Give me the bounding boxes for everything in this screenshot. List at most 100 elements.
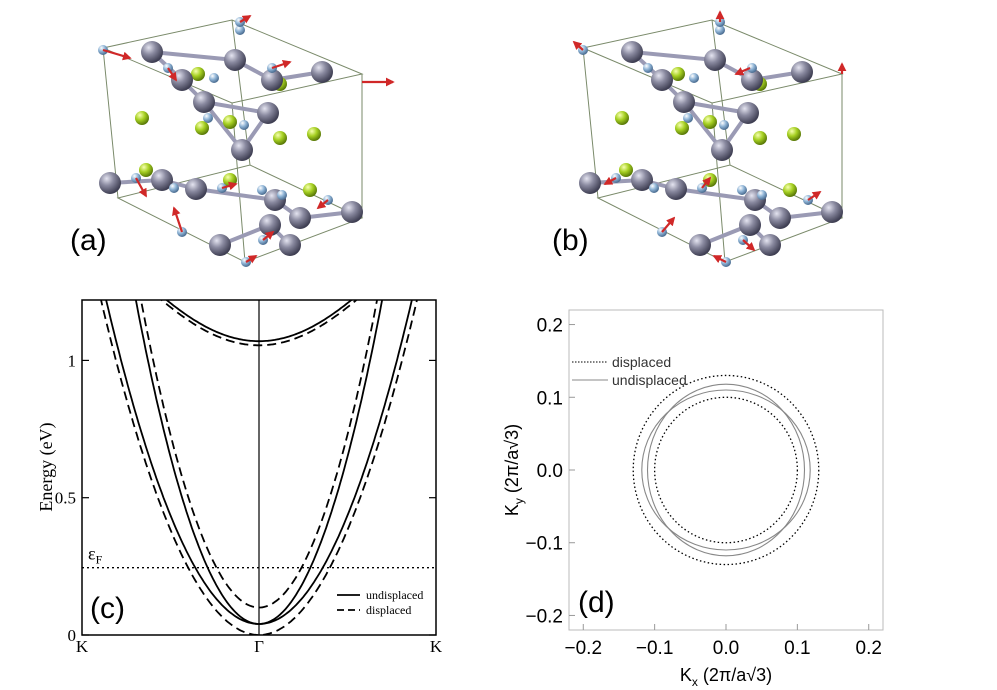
displacement-arrow <box>245 255 258 264</box>
large-atom <box>651 69 673 91</box>
green-atom <box>223 115 237 129</box>
x-tick-label-c: K <box>76 637 89 656</box>
displacement-arrow <box>172 206 184 233</box>
small-atom <box>239 120 249 130</box>
green-atom <box>273 131 287 145</box>
green-atom <box>135 111 149 125</box>
large-atom <box>279 234 301 256</box>
displacement-arrow <box>742 239 756 252</box>
large-atom <box>231 139 253 161</box>
displacement-arrow <box>239 15 252 24</box>
large-atom <box>631 169 653 191</box>
bond <box>150 50 237 62</box>
x-axis-label-d: Kx (2π/a√3) <box>680 665 772 689</box>
large-atom <box>311 61 333 83</box>
large-atom <box>257 102 279 124</box>
small-atom <box>643 63 653 73</box>
green-atom <box>307 127 321 141</box>
y-tick-label-d: 0.2 <box>537 316 563 337</box>
legend-d: displaced undisplaced <box>572 354 687 388</box>
panel-label-d: (d) <box>578 586 615 619</box>
large-atom <box>741 69 763 91</box>
large-atom <box>171 69 193 91</box>
small-atom <box>747 63 757 73</box>
x-tick-label-c: K <box>430 637 443 656</box>
large-atom <box>151 169 173 191</box>
fermi-contours <box>632 374 820 566</box>
y-tick-label-d: 0.0 <box>537 461 563 482</box>
large-atom <box>769 207 791 229</box>
legend-c: undisplaced displaced <box>337 588 423 617</box>
small-atom <box>257 185 267 195</box>
small-atom <box>689 73 699 83</box>
panel-label-c: (c) <box>90 592 125 625</box>
large-atom <box>579 172 601 194</box>
small-atom <box>719 120 729 130</box>
x-tick-label-d: 0.1 <box>784 638 810 659</box>
displacement-arrow <box>572 40 584 51</box>
bond <box>630 50 717 62</box>
green-atom <box>139 163 153 177</box>
x-tick-label-c: Γ <box>254 637 264 656</box>
y-tick-label-c: 0 <box>68 626 77 645</box>
legend-label-displaced-d: displaced <box>612 354 671 370</box>
x-tick-label-d: 0.0 <box>713 638 739 659</box>
large-atom <box>739 214 761 236</box>
small-atom <box>683 113 693 123</box>
displacement-arrow <box>135 177 147 198</box>
large-atom <box>791 61 813 83</box>
green-atom <box>671 67 685 81</box>
fermi-contour-3 <box>646 383 806 557</box>
green-atom <box>783 183 797 197</box>
large-atom <box>99 172 121 194</box>
large-atom <box>209 234 231 256</box>
unit-cell-edge <box>582 47 599 199</box>
small-atom <box>649 183 659 193</box>
large-atom <box>759 234 781 256</box>
x-tick-label-d: 0.2 <box>856 638 882 659</box>
displacement-arrow <box>807 191 822 201</box>
large-atom <box>289 207 311 229</box>
green-atom <box>619 163 633 177</box>
large-atom <box>224 49 246 71</box>
green-atom <box>675 121 689 135</box>
green-atom <box>615 111 629 125</box>
large-atom <box>704 49 726 71</box>
x-tick-label-d: −0.2 <box>565 638 603 659</box>
small-atom <box>757 190 767 200</box>
legend-label-displaced: displaced <box>366 603 411 617</box>
unit-cell-edge <box>102 47 119 199</box>
large-atom <box>261 69 283 91</box>
x-tick-label-d: −0.1 <box>636 638 674 659</box>
large-atom <box>259 214 281 236</box>
green-atom <box>703 115 717 129</box>
y-ticks-c: 00.51 <box>55 351 436 645</box>
y-tick-label-d: 0.1 <box>537 388 563 409</box>
small-atom <box>277 190 287 200</box>
large-atom <box>141 41 163 63</box>
y-tick-label-c: 0.5 <box>55 489 76 508</box>
large-atom <box>737 102 759 124</box>
displacement-arrow <box>661 216 676 233</box>
crystal-structure-b <box>572 10 847 267</box>
displacement-arrow <box>734 66 751 76</box>
large-atom <box>821 201 843 223</box>
green-atom <box>195 121 209 135</box>
fermi-contour-0 <box>632 374 820 566</box>
panel-label-b: (b) <box>552 224 589 257</box>
panel-label-a: (a) <box>70 224 107 257</box>
y-tick-label-d: −0.2 <box>525 606 563 627</box>
displacement-arrow <box>701 176 712 189</box>
large-atom <box>341 201 363 223</box>
large-atom <box>193 91 215 113</box>
displacement-arrow <box>167 67 177 82</box>
green-atom <box>191 67 205 81</box>
y-axis-label-c: Energy (eV) <box>36 422 57 511</box>
fermi-label: εF <box>88 544 103 567</box>
fermi-contour-1 <box>653 396 799 544</box>
y-ticks-d: 0.20.10.0−0.1−0.2 <box>525 316 575 627</box>
band-curve-2 <box>100 300 418 635</box>
